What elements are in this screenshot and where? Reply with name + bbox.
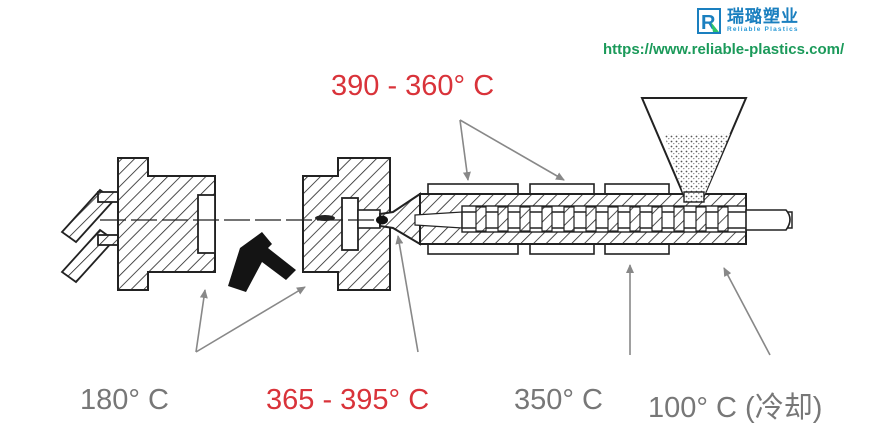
heater-band-bottom-3 bbox=[604, 243, 670, 255]
barrel-temp-label: 390 - 360° C bbox=[331, 70, 495, 102]
mold-fixed-half bbox=[302, 157, 391, 291]
company-logo: R 瑞璐塑业 Reliable Plastics bbox=[697, 6, 799, 36]
nozzle-temp-label: 365 - 395° C bbox=[266, 384, 430, 416]
heater-band-top-3 bbox=[604, 183, 670, 195]
logo-mark-icon: R bbox=[697, 8, 721, 34]
heater-band-bottom-1 bbox=[427, 243, 519, 255]
moving-mold-plate bbox=[117, 157, 216, 291]
throat-temp-label: 100° C (冷却) bbox=[648, 392, 823, 424]
logo-name-en: Reliable Plastics bbox=[727, 25, 799, 33]
ejector-rods bbox=[60, 188, 121, 284]
site-url-link[interactable]: https://www.reliable-plastics.com/ bbox=[603, 41, 845, 58]
mold-temp-label: 180° C bbox=[80, 384, 169, 416]
screw-flights bbox=[475, 206, 729, 232]
mold-moving-half bbox=[60, 157, 216, 291]
logo-name-cn: 瑞璐塑业 bbox=[727, 6, 799, 27]
nozzle bbox=[379, 192, 421, 246]
injection-barrel bbox=[376, 183, 793, 255]
heater-band-top-1 bbox=[427, 183, 519, 195]
rear-temp-label: 350° C bbox=[514, 384, 603, 416]
heater-band-top-2 bbox=[529, 183, 595, 195]
callout-arrows bbox=[195, 119, 771, 356]
logo-mark-letter: R bbox=[701, 12, 716, 34]
heater-band-bottom-2 bbox=[529, 243, 595, 255]
hopper bbox=[640, 97, 748, 203]
molded-part bbox=[228, 232, 296, 292]
